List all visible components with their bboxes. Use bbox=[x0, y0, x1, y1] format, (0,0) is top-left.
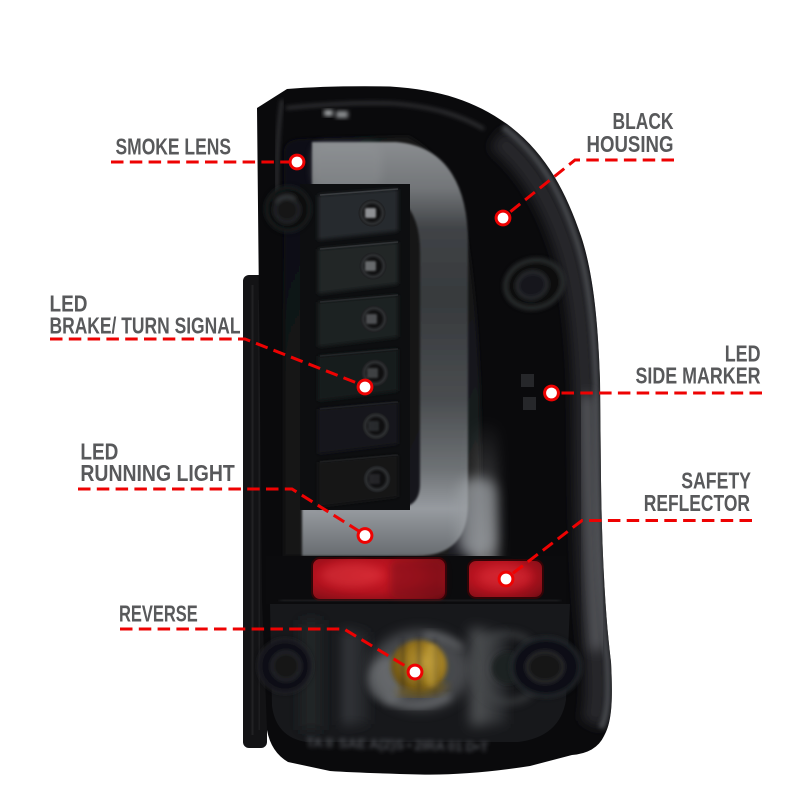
svg-text:LED: LED bbox=[50, 291, 88, 317]
svg-text:LED: LED bbox=[725, 341, 761, 367]
svg-text:HOUSING: HOUSING bbox=[587, 131, 674, 157]
svg-text:REVERSE: REVERSE bbox=[119, 601, 198, 627]
svg-text:REFLECTOR: REFLECTOR bbox=[644, 490, 750, 516]
svg-text:SAFETY: SAFETY bbox=[681, 468, 751, 494]
svg-text:SIDE MARKER: SIDE MARKER bbox=[636, 363, 761, 389]
svg-text:RUNNING LIGHT: RUNNING LIGHT bbox=[80, 460, 235, 486]
svg-text:BRAKE/ TURN SIGNAL: BRAKE/ TURN SIGNAL bbox=[50, 313, 241, 339]
svg-text:SMOKE LENS: SMOKE LENS bbox=[116, 134, 232, 160]
svg-text:LED: LED bbox=[80, 439, 118, 465]
svg-text:BLACK: BLACK bbox=[613, 108, 674, 134]
